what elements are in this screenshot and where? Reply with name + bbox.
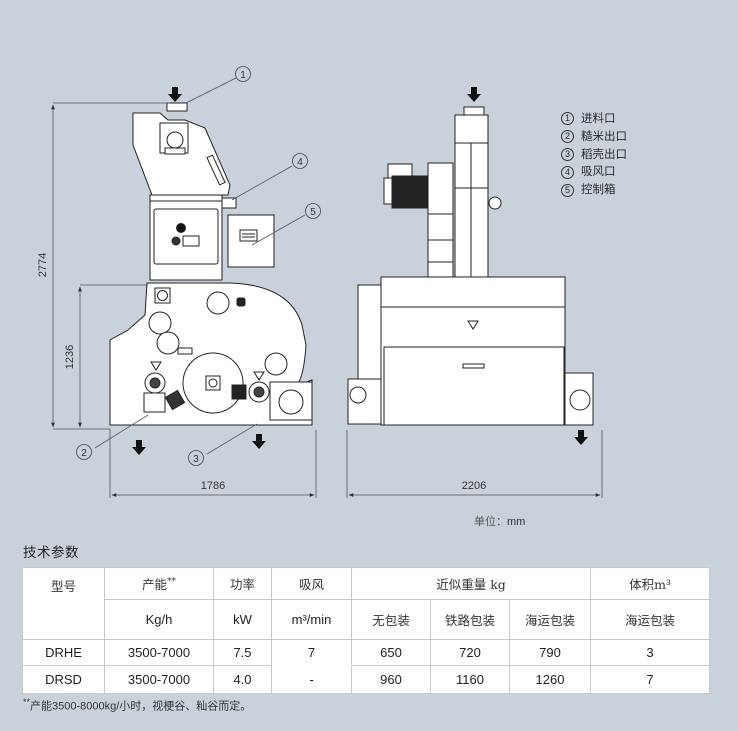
feed-arrow-icon xyxy=(467,87,481,102)
machine-drawing: 2774 1236 1786 2206 1 4 5 2 3 xyxy=(37,66,603,498)
svg-text:4: 4 xyxy=(297,157,303,168)
svg-text:3: 3 xyxy=(193,454,199,465)
unit-weight-unpacked: 无包装 xyxy=(351,599,431,640)
outlet-arrow-icon xyxy=(252,434,266,449)
dim-base-height: 1236 xyxy=(64,345,76,369)
side-view xyxy=(109,87,313,455)
table-row: DRHE 3500-7000 7.5 7 650 720 790 3 xyxy=(22,639,710,666)
unit-capacity: Kg/h xyxy=(104,599,214,640)
side-dimensions xyxy=(51,77,317,498)
unit-note: 单位：mm xyxy=(474,515,526,528)
outlet-arrow-icon xyxy=(132,440,146,455)
callout-4: 4 xyxy=(292,153,308,169)
unit-weight-rail: 铁路包装 xyxy=(430,599,510,640)
footnote: **产能3500-8000kg/小时，视梗谷、籼谷而定。 xyxy=(23,697,252,713)
header-volume: 体积m³ xyxy=(590,567,710,600)
svg-text:5: 5 xyxy=(310,207,316,218)
header-suction: 吸风 xyxy=(271,567,352,600)
svg-text:1: 1 xyxy=(240,70,246,81)
outlet-arrow-icon xyxy=(574,430,588,445)
callout-1: 1 xyxy=(235,66,251,82)
unit-weight-sea: 海运包装 xyxy=(509,599,591,640)
callout-5: 5 xyxy=(305,203,321,219)
section-title: 技术参数 xyxy=(23,545,79,560)
front-view xyxy=(347,87,594,445)
feed-arrow-icon xyxy=(168,87,182,102)
unit-volume-sea: 海运包装 xyxy=(590,599,710,640)
dim-total-height: 2774 xyxy=(37,253,49,277)
unit-power: kW xyxy=(213,599,272,640)
header-capacity: 产能** xyxy=(104,567,214,600)
header-weight: 近似重量 kg xyxy=(351,567,591,600)
callout-2: 2 xyxy=(76,444,92,460)
front-dimensions xyxy=(346,430,603,498)
callout-3: 3 xyxy=(188,450,204,466)
dim-front-width: 2206 xyxy=(462,480,486,492)
dim-side-width: 1786 xyxy=(201,480,225,492)
svg-text:2: 2 xyxy=(81,448,87,459)
table-row: DRSD 3500-7000 4.0 - 960 1160 1260 7 xyxy=(22,665,710,694)
header-model: 型号 xyxy=(22,567,105,640)
spec-table: 型号 产能** 功率 吸风 近似重量 kg 体积m³ Kg/h kW m³/mi… xyxy=(22,567,710,694)
header-power: 功率 xyxy=(213,567,272,600)
unit-suction: m³/min xyxy=(271,599,352,640)
